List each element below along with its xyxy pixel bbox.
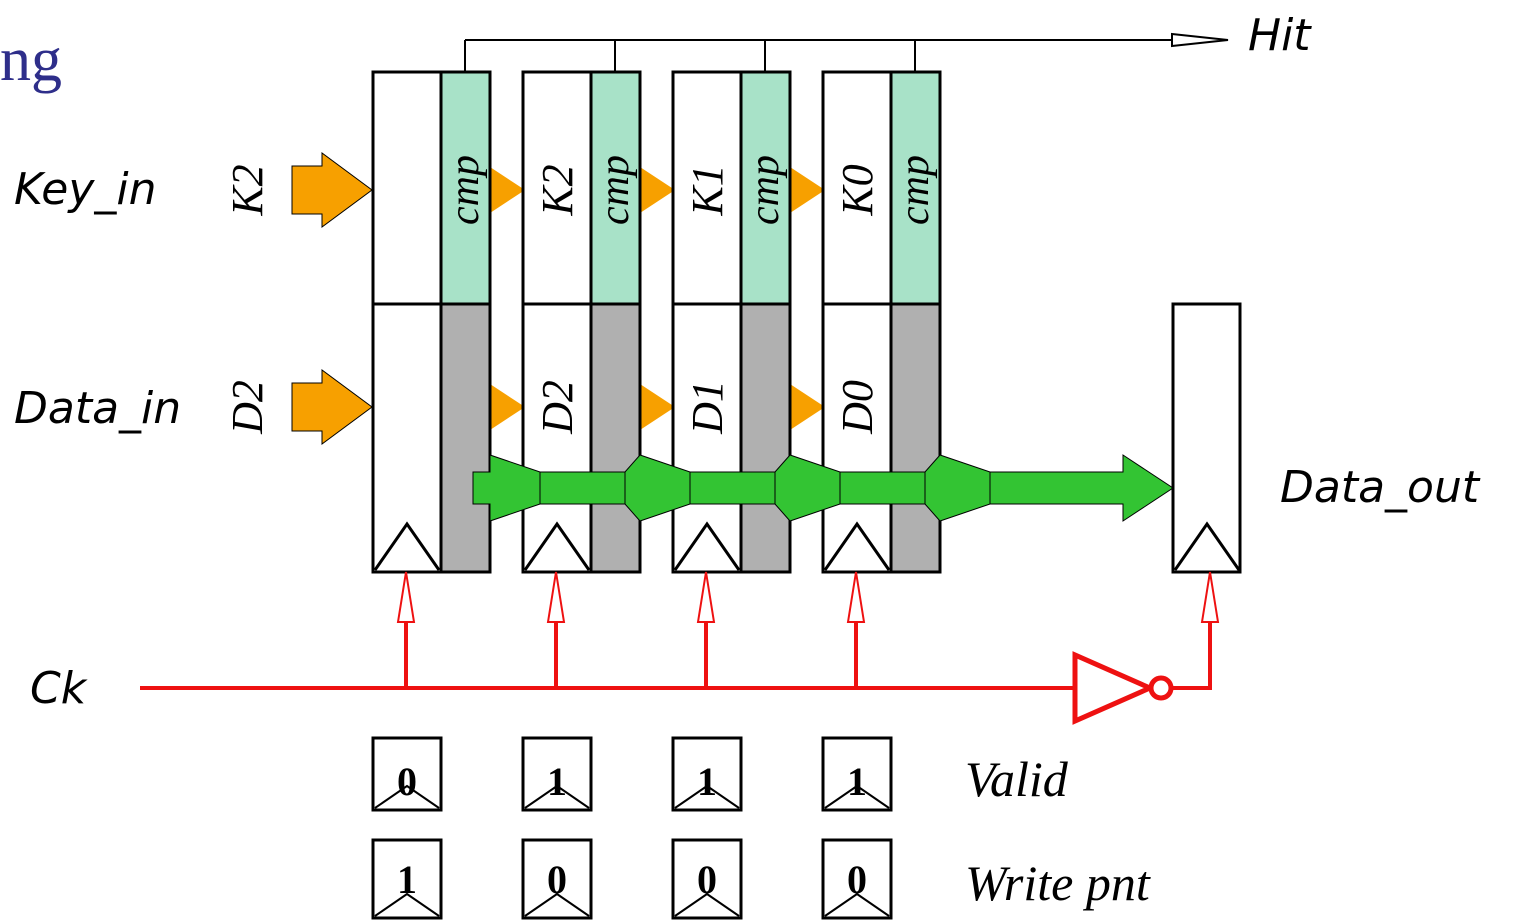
data-value: D2 bbox=[533, 380, 582, 435]
clock-arrowheads bbox=[396, 571, 1220, 623]
bus-segment-dividers bbox=[539, 472, 991, 504]
output-gate bbox=[889, 302, 942, 574]
valid-label: Valid bbox=[965, 751, 1069, 807]
key-value: K1 bbox=[683, 164, 732, 216]
valid-bit-value: 1 bbox=[547, 759, 567, 804]
write-pnt-value: 1 bbox=[397, 857, 417, 902]
write-pnt-cell bbox=[521, 838, 593, 920]
data-output-bus bbox=[472, 454, 1174, 522]
valid-bit-value: 1 bbox=[697, 759, 717, 804]
key-register bbox=[671, 70, 743, 306]
hit-bus bbox=[464, 32, 1229, 72]
data-register bbox=[521, 302, 593, 574]
clock-triangle-icon bbox=[524, 892, 590, 917]
valid-bit-value: 1 bbox=[847, 759, 867, 804]
valid-bit-cell bbox=[371, 736, 443, 812]
clock-triangle-icon bbox=[1173, 521, 1241, 571]
comparator bbox=[439, 70, 492, 306]
data-shift-arrow bbox=[640, 384, 675, 430]
input-key-value: K2 bbox=[223, 164, 272, 216]
data-input-arrow bbox=[291, 369, 373, 445]
cam-cell-3 bbox=[821, 70, 942, 574]
clock-triangle-icon bbox=[523, 521, 591, 571]
hit-arrowhead bbox=[1171, 32, 1229, 48]
inverter-bubble bbox=[1148, 675, 1174, 701]
data-register bbox=[371, 302, 443, 574]
valid-bit-cell bbox=[521, 736, 593, 812]
cmp-label: cmp bbox=[592, 155, 638, 225]
output-gate bbox=[739, 302, 792, 574]
input-data-value: D2 bbox=[223, 380, 272, 435]
clock-triangle-icon bbox=[824, 784, 890, 809]
key-shift-arrow bbox=[640, 167, 675, 213]
shift-arrows bbox=[490, 167, 825, 430]
valid-bits: 0 1 1 1 bbox=[371, 736, 893, 812]
data-register bbox=[821, 302, 893, 574]
valid-bit-cell bbox=[821, 736, 893, 812]
data-value: D1 bbox=[683, 380, 732, 435]
cam-cells bbox=[371, 70, 942, 574]
cell-labels: cmp cmp cmp cmp K2 K1 K0 D2 D1 D0 bbox=[442, 155, 938, 435]
key-value: K2 bbox=[533, 164, 582, 216]
write-pnt-label: Write pnt bbox=[965, 855, 1151, 911]
write-pointer-bits: 1 0 0 0 bbox=[371, 838, 893, 920]
clock-triangle-icon bbox=[824, 892, 890, 917]
clock-network bbox=[140, 622, 1212, 690]
cam-cell-1 bbox=[521, 70, 642, 574]
data-value: D0 bbox=[833, 380, 882, 435]
clock-triangle-icon bbox=[374, 784, 440, 809]
data-register bbox=[671, 302, 743, 574]
data-shift-arrow bbox=[790, 384, 825, 430]
write-pnt-cell bbox=[671, 838, 743, 920]
cmp-label: cmp bbox=[742, 155, 788, 225]
data-shift-arrow bbox=[490, 384, 525, 430]
data-out-label: Data_out bbox=[1280, 462, 1481, 513]
cam-cell-0 bbox=[371, 70, 492, 574]
clock-triangle-icon bbox=[674, 892, 740, 917]
key-input-arrow bbox=[291, 152, 373, 228]
output-gate bbox=[589, 302, 642, 574]
clock-triangle-icon bbox=[673, 521, 741, 571]
output-gate bbox=[439, 302, 492, 574]
valid-bit-cell bbox=[671, 736, 743, 812]
clock-triangle-icon bbox=[524, 784, 590, 809]
key-shift-arrow bbox=[790, 167, 825, 213]
cmp-label: cmp bbox=[892, 155, 938, 225]
write-pnt-cell bbox=[821, 838, 893, 920]
ck-label: Ck bbox=[30, 663, 88, 714]
heading-fragment: ng bbox=[0, 26, 62, 94]
cmp-label: cmp bbox=[442, 155, 488, 225]
hit-label: Hit bbox=[1248, 10, 1312, 61]
write-pnt-value: 0 bbox=[547, 857, 567, 902]
clock-triangle-icon bbox=[373, 521, 441, 571]
data-in-label: Data_in bbox=[14, 383, 181, 434]
key-shift-arrow bbox=[490, 167, 525, 213]
write-pnt-cell bbox=[371, 838, 443, 920]
key-value: K0 bbox=[833, 164, 882, 216]
inverter-gate bbox=[1072, 651, 1157, 725]
clock-triangle-icon bbox=[823, 521, 891, 571]
valid-bit-value: 0 bbox=[397, 759, 417, 804]
clock-triangle-icon bbox=[374, 892, 440, 917]
write-pnt-value: 0 bbox=[847, 857, 867, 902]
key-register bbox=[371, 70, 443, 306]
key-in-label: Key_in bbox=[14, 164, 157, 215]
data-out-register bbox=[1171, 302, 1242, 574]
cam-cell-2 bbox=[671, 70, 792, 574]
write-pnt-value: 0 bbox=[697, 857, 717, 902]
clock-triangle-icon bbox=[674, 784, 740, 809]
